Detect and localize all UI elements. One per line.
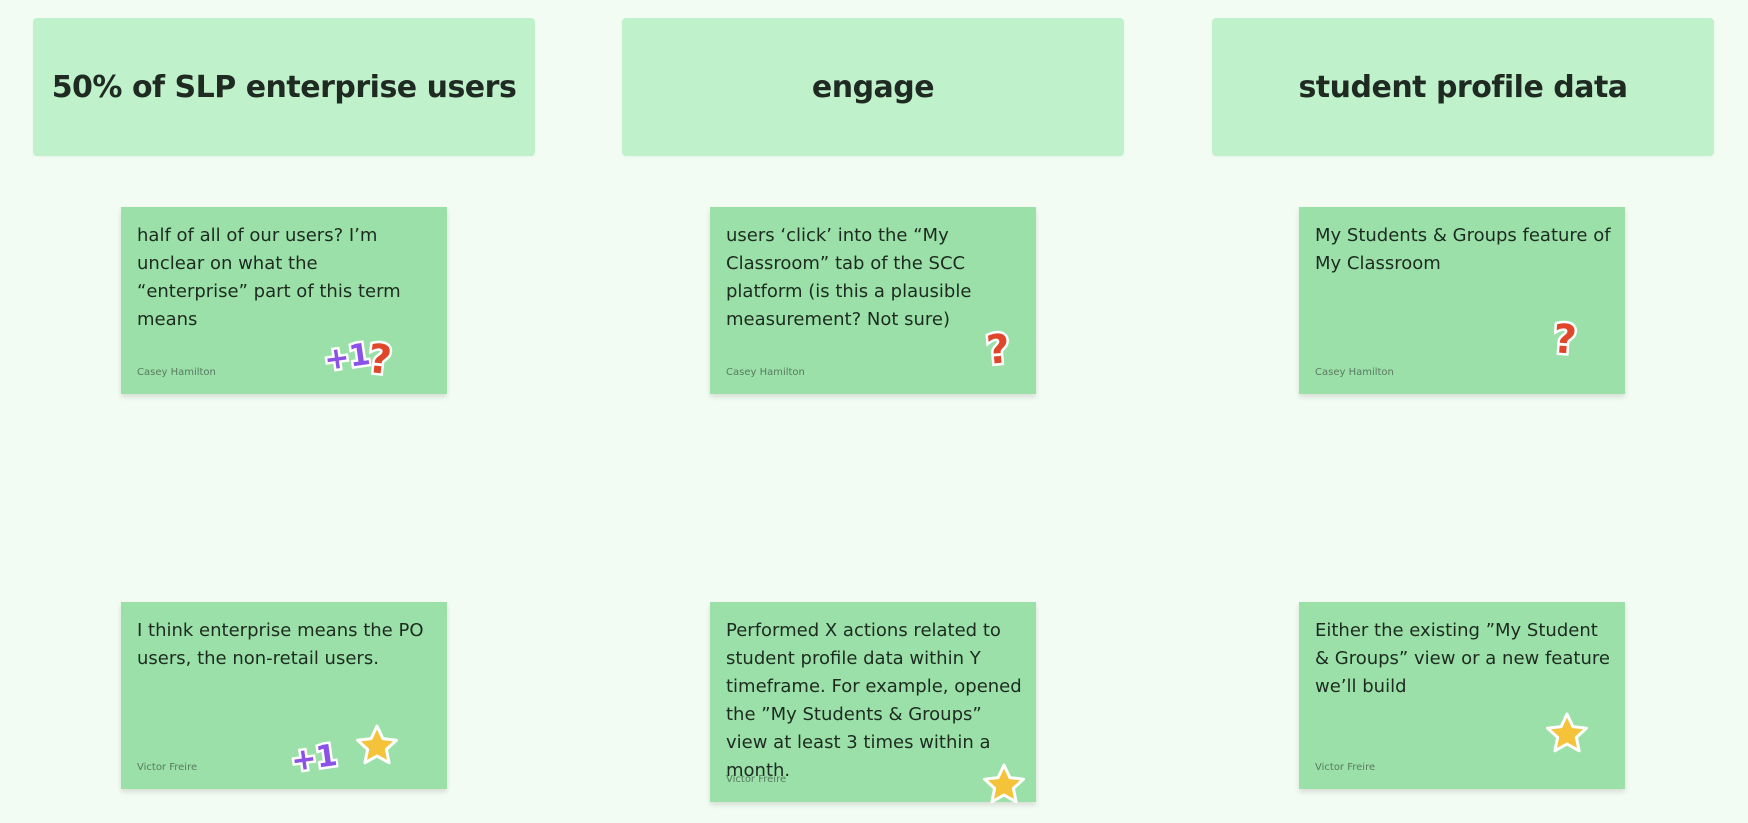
sticky-note-author: Casey Hamilton [726,367,805,378]
sticky-note-text: My Students & Groups feature of My Class… [1315,225,1611,274]
sticky-note[interactable]: half of all of our users? I’m unclear on… [121,207,447,394]
section-header[interactable]: engage [622,18,1124,156]
sticky-note-text: Performed X actions related to student p… [726,620,1022,781]
sticky-note-author: Victor Freire [726,774,787,785]
question-mark-icon: ? [1540,313,1589,363]
section-header-label: student profile data [1298,69,1628,105]
section-header-label: 50% of SLP enterprise users [51,69,517,105]
plus-one-icon: +1 [288,731,340,783]
plus-one-icon: +1 [321,330,373,382]
sticky-note-text: Either the existing ”My Student & Groups… [1315,620,1610,697]
svg-text:+1: +1 [289,738,339,779]
sticky-note[interactable]: users ‘click’ into the “My Classroom” ta… [710,207,1036,394]
sticky-note-author: Casey Hamilton [1315,367,1394,378]
sticky-note[interactable]: I think enterprise means the PO users, t… [121,602,447,789]
sticky-note[interactable]: Either the existing ”My Student & Groups… [1299,602,1625,789]
section-header[interactable]: student profile data [1212,18,1714,156]
sticky-note[interactable]: Performed X actions related to student p… [710,602,1036,804]
svg-text:?: ? [985,326,1012,373]
star-icon [981,762,1027,808]
sticky-note-author: Victor Freire [137,762,198,773]
question-mark-icon: ? [973,323,1023,373]
star-icon [354,723,400,769]
question-mark-icon: ? [355,333,406,383]
svg-text:+1: +1 [322,337,372,378]
section-header-label: engage [811,69,935,105]
sticky-note-text: I think enterprise means the PO users, t… [137,620,424,669]
section-header[interactable]: 50% of SLP enterprise users [33,18,535,156]
sticky-note[interactable]: My Students & Groups feature of My Class… [1299,207,1625,394]
sticky-note-text: users ‘click’ into the “My Classroom” ta… [726,225,972,330]
star-icon [1544,711,1590,757]
sticky-note-author: Victor Freire [1315,762,1376,773]
sticky-note-text: half of all of our users? I’m unclear on… [137,225,401,330]
sticky-note-author: Casey Hamilton [137,367,216,378]
svg-text:?: ? [1552,316,1578,362]
svg-text:?: ? [366,336,394,383]
